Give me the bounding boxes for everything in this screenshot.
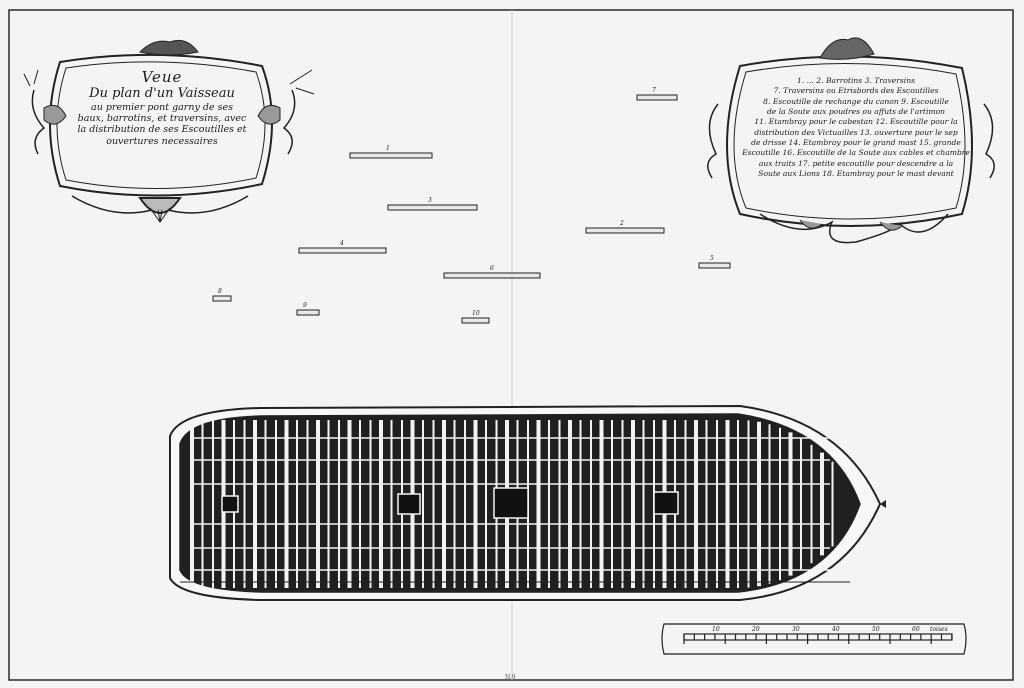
legend-line: 1. ... 2. Barrotins 3. Traversins	[796, 76, 915, 85]
title-line-2: Du plan d'un Vaisseau	[89, 86, 235, 101]
plate-number: N.9	[505, 674, 516, 681]
scale-label: 40	[832, 626, 840, 633]
legend-line: Soute aux Lions 18. Etambray pour le mas…	[758, 168, 954, 178]
legend-cartouche: 1. ... 2. Barrotins 3. Traversins 7. Tra…	[738, 76, 974, 179]
legend-line: distribution des Victuailles 13. ouvertu…	[754, 127, 958, 137]
ship-deck-plan	[169, 404, 886, 601]
scale-ticks	[683, 634, 953, 644]
legend-line: aux traits 17. petite escoutille pour de…	[758, 158, 954, 168]
scale-label: 60	[912, 626, 920, 633]
scale-unit: toises	[930, 626, 948, 633]
beam-label: 1	[386, 145, 390, 152]
legend-line: 11. Etambray pour le cabestan 12. Escout…	[754, 117, 958, 127]
beam-label: 6	[490, 265, 494, 272]
title-line-1: Veue	[141, 68, 183, 86]
beam-label: 9	[303, 302, 307, 309]
beam-label: 4	[340, 240, 344, 247]
plate-border	[8, 9, 1014, 681]
scale-label: 20	[752, 626, 760, 633]
scale-label: 50	[872, 626, 880, 633]
legend-line: de drisse 14. Etambray pour le grand mas…	[751, 137, 961, 147]
legend-line: 8. Escoutille de rechange du canon 9. Es…	[763, 96, 949, 106]
title-line-3: au premier pont garny de ses	[91, 101, 233, 113]
scale-label: 30	[792, 626, 800, 633]
beam-label: 2	[620, 220, 624, 227]
beam-pieces	[212, 94, 731, 324]
beam-label: 10	[472, 310, 480, 317]
hatch-openings	[221, 487, 679, 519]
scale-bar	[661, 623, 967, 655]
beam-label: 3	[428, 197, 432, 204]
legend-cartouche-frame	[707, 37, 995, 244]
legend-line: 7. Traversins ou Etrisbords des Escoutil…	[773, 86, 939, 96]
title-line-4: baux, barrotins, et traversins, avec	[77, 112, 247, 124]
deck-beams	[190, 420, 834, 588]
legend-line: Escoutille 16. Escoutille de la Soute au…	[742, 148, 970, 158]
title-cartouche: Veue Du plan d'un Vaisseau au premier po…	[62, 68, 262, 147]
beam-label: 7	[652, 87, 656, 94]
scale-label: 10	[712, 626, 720, 633]
beam-label: 5	[710, 255, 714, 262]
beam-label: 8	[218, 288, 222, 295]
title-line-5: la distribution de ses Escoutilles et	[77, 124, 247, 136]
title-line-6: ouvertures necessaires	[106, 135, 218, 147]
title-cartouche-frame	[23, 39, 315, 223]
legend-line: de la Soute aux poudres ou affuts de l'a…	[766, 106, 946, 116]
